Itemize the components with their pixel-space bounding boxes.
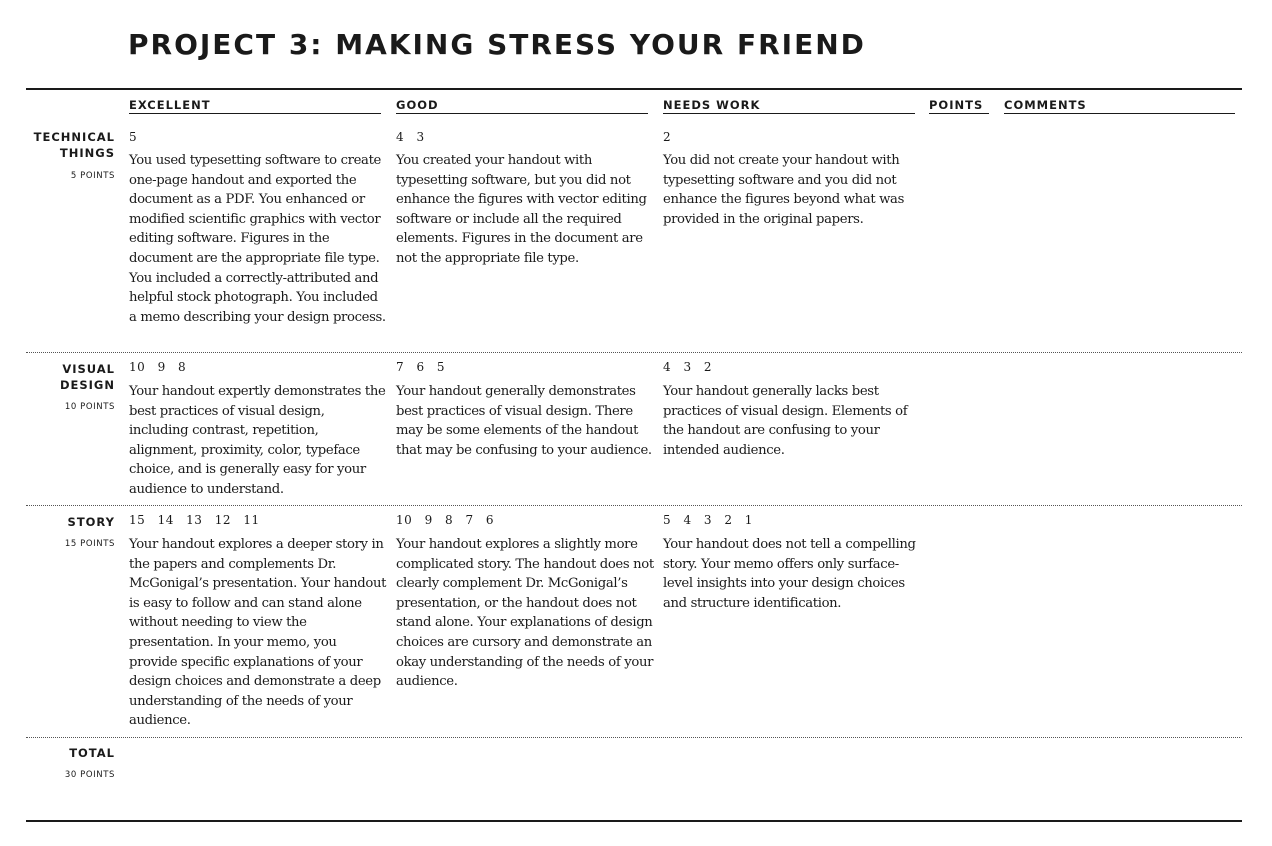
good-description: Your handout explores a slightly more co… [396, 537, 654, 690]
row-points-technical-things: 5 POINTS [70, 171, 115, 181]
excellent-scores: 15 14 13 12 11 [129, 513, 260, 527]
footer-rule [26, 820, 1242, 822]
row-label-total: TOTAL [69, 746, 115, 760]
good-description: You created your handout with typesettin… [396, 153, 647, 266]
row-label-visual-design: VISUAL DESIGN [59, 362, 115, 392]
row-points-total: 30 POINTS [64, 770, 115, 780]
excellent-description: Your handout expertly demonstrates the b… [129, 384, 386, 497]
header-rule [26, 88, 1242, 90]
column-header-points: POINTS [929, 98, 989, 114]
needs-work-scores: 5 4 3 2 1 [663, 513, 753, 527]
needs-work-scores: 2 [663, 130, 672, 144]
needs-work-description: Your handout generally lacks best practi… [663, 384, 908, 458]
row-points-story: 15 POINTS [64, 539, 115, 549]
good-description: Your handout generally demonstrates best… [396, 384, 652, 458]
row-divider [26, 352, 1242, 353]
excellent-description: Your handout explores a deeper story in … [129, 537, 387, 729]
row-label-technical-things: TECHNICAL THINGS [33, 130, 115, 160]
row-label-story: STORY [67, 515, 115, 529]
good-scores: 10 9 8 7 6 [396, 513, 495, 527]
column-header-comments: COMMENTS [1004, 98, 1235, 114]
good-scores: 7 6 5 [396, 360, 446, 374]
column-header-needs-work: NEEDS WORK [663, 98, 915, 114]
good-scores: 4 3 [396, 130, 425, 144]
excellent-scores: 5 [129, 130, 138, 144]
column-header-excellent: EXCELLENT [129, 98, 381, 114]
column-header-good: GOOD [396, 98, 648, 114]
row-points-visual-design: 10 POINTS [64, 402, 115, 412]
excellent-scores: 10 9 8 [129, 360, 187, 374]
row-divider [26, 505, 1242, 506]
page-title: PROJECT 3: MAKING STRESS YOUR FRIEND [128, 28, 866, 61]
needs-work-scores: 4 3 2 [663, 360, 713, 374]
needs-work-description: You did not create your handout with typ… [663, 153, 904, 227]
needs-work-description: Your handout does not tell a compelling … [663, 537, 916, 611]
excellent-description: You used typesetting software to create … [129, 153, 386, 325]
row-divider [26, 737, 1242, 738]
